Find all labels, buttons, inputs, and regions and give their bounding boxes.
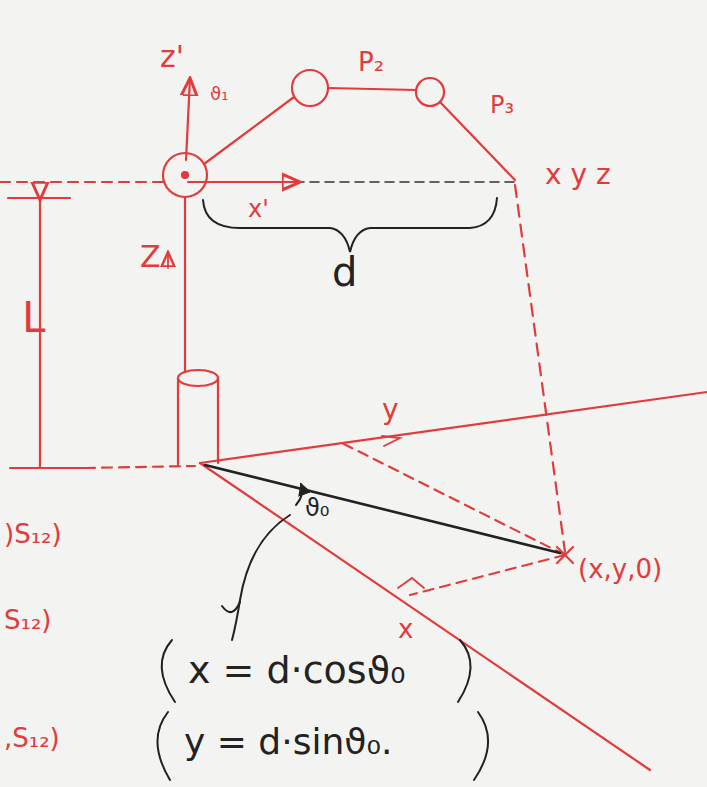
- dimension-label: L: [22, 295, 45, 341]
- angle-label: ϑ₀: [305, 495, 329, 521]
- formula: x = d·cosϑ₀: [188, 650, 405, 692]
- axis-label: z': [160, 40, 184, 73]
- axis-label: x: [398, 615, 413, 644]
- partial-note: ,S₁₂): [4, 724, 60, 753]
- partial-note: S₁₂): [4, 606, 52, 635]
- dimension-label: d: [332, 250, 357, 294]
- point-label: x y z: [545, 160, 611, 191]
- axis-label: x': [248, 196, 269, 222]
- axis-label: Z: [140, 240, 161, 273]
- point-label: P₂: [358, 48, 384, 77]
- point-label: P₃: [490, 92, 514, 118]
- point-label: (x,y,0): [578, 555, 662, 584]
- angle-label: ϑ₁: [210, 84, 228, 104]
- formula: y = d·sinϑ₀.: [184, 722, 392, 762]
- partial-note: )S₁₂): [4, 520, 62, 549]
- axis-label: y: [382, 395, 399, 426]
